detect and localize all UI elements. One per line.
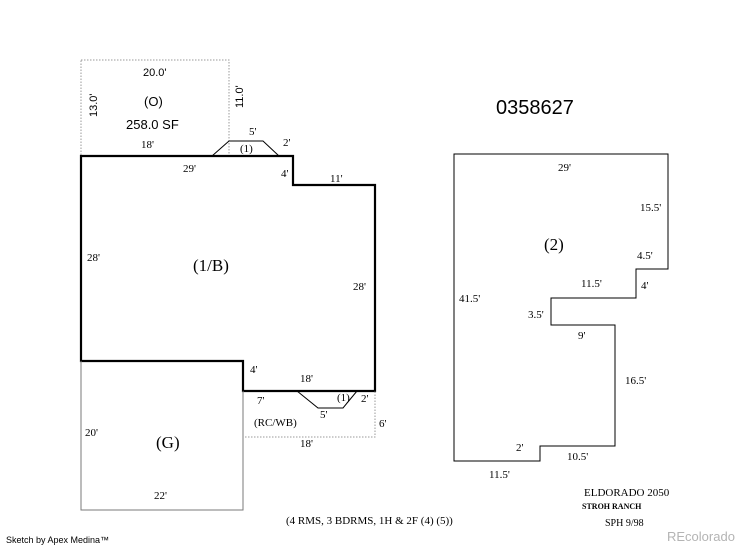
- bay-bottom-dim: 5': [320, 409, 328, 421]
- second-dim-top: 29': [558, 162, 571, 174]
- main-dim-step: 4': [281, 168, 289, 180]
- porch-dim-left: 7': [257, 395, 265, 407]
- main-dim-top-inner: 29': [183, 163, 196, 175]
- second-dim-bottom-step: 2': [516, 442, 524, 454]
- sketch-credit: Sketch by Apex Medina™: [6, 535, 109, 545]
- ranch-name: STROH RANCH: [582, 502, 642, 511]
- outbuilding-area: 258.0 SF: [126, 117, 179, 132]
- main-dim-top-outer: 18': [141, 139, 154, 151]
- second-dim-mid-b: 4': [641, 280, 649, 292]
- subdivision-name: ELDORADO 2050: [584, 487, 670, 499]
- second-dim-left: 41.5': [459, 293, 480, 305]
- main-floor-outline: [79, 154, 377, 393]
- second-dim-bottom-right: 10.5': [567, 451, 588, 463]
- second-dim-notch-bottom: 9': [578, 330, 586, 342]
- watermark-logo: REcolorado: [667, 529, 735, 544]
- main-dim-bottom: 18': [300, 373, 313, 385]
- outbuilding-dim-top: 20.0': [143, 67, 167, 79]
- second-dim-mid-a: 11.5': [581, 278, 602, 290]
- porch-dim-right: 6': [379, 418, 387, 430]
- outbuilding-dim-left: 13.0': [88, 93, 100, 117]
- bay-bottom-label: (1): [337, 392, 350, 404]
- sketch-ref: SPH 9/98: [605, 518, 644, 529]
- porch-label: (RC/WB): [254, 417, 297, 429]
- garage-outline: [80, 361, 244, 511]
- main-dim-left: 28': [87, 252, 100, 264]
- room-summary: (4 RMS, 3 BDRMS, 1H & 2F (4) (5)): [286, 515, 453, 527]
- bay-top-dim-side: 2': [283, 137, 291, 149]
- porch-outline: [242, 391, 376, 438]
- second-dim-right-lower: 16.5': [625, 375, 646, 387]
- parcel-id: 0358627: [496, 97, 574, 119]
- main-dim-bottom-step: 4': [250, 364, 258, 376]
- second-dim-right-step: 4.5': [637, 250, 653, 262]
- bay-top-dim-top: 5': [249, 126, 257, 138]
- garage-label: (G): [156, 433, 180, 452]
- second-dim-right-upper: 15.5': [640, 202, 661, 214]
- outbuilding-label: (O): [144, 94, 163, 109]
- second-floor-label: (2): [544, 235, 564, 254]
- garage-dim-left: 20': [85, 427, 98, 439]
- bay-top-label: (1): [240, 143, 253, 155]
- garage-dim-bottom: 22': [154, 490, 167, 502]
- outbuilding-dim-right: 11.0': [234, 85, 246, 108]
- second-floor-outline: [453, 153, 669, 462]
- main-floor-label: (1/B): [193, 256, 229, 275]
- main-dim-right: 28': [353, 281, 366, 293]
- porch-dim-bottom: 18': [300, 438, 313, 450]
- porch-dim-right-small: 2': [361, 393, 369, 405]
- main-dim-top-right: 11': [330, 173, 343, 185]
- second-dim-bottom-left: 11.5': [489, 469, 510, 481]
- bay-window-top: [211, 140, 280, 157]
- bay-window-bottom: [296, 390, 358, 409]
- second-dim-notch: 3.5': [528, 309, 544, 321]
